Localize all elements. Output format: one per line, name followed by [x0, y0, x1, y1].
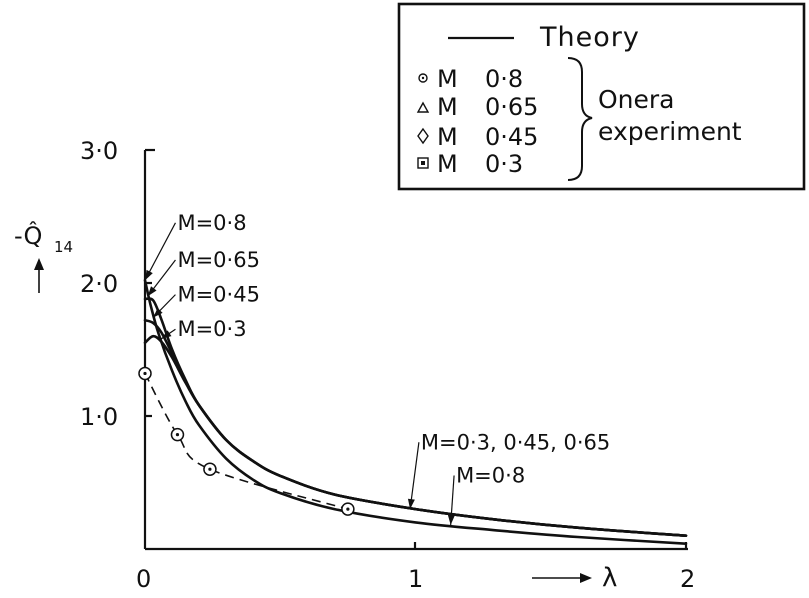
- legend-entry-value: 0·65: [485, 93, 538, 121]
- legend-entry-circle: M 0·8: [418, 65, 523, 93]
- triangle-marker-icon: [416, 101, 430, 113]
- annotation-arrowhead-icon: [407, 498, 415, 510]
- legend-group-label-1: Onera: [598, 85, 675, 114]
- annotation-layer: M=0·8M=0·65M=0·45M=0·3M=0·3, 0·45, 0·65M…: [144, 211, 610, 526]
- experiment-curve: [144, 373, 349, 510]
- annotation-label: M=0·45: [177, 283, 259, 307]
- theory-curve-3: [143, 334, 688, 537]
- legend-entry-diamond: M 0·45: [417, 123, 538, 151]
- axes: 0 1 2 3·0 2·0 1·0 λ -Q̂ 14: [14, 137, 695, 593]
- annotation-arrow: [409, 442, 420, 510]
- x-axis-label-text: λ: [602, 563, 617, 593]
- experiment-point-dot: [208, 467, 212, 471]
- annotation-arrow: [144, 222, 176, 281]
- legend-entry-label: M: [437, 150, 458, 178]
- annotation-arrowhead-icon: [153, 307, 163, 318]
- circle-marker-icon: [418, 73, 428, 83]
- legend-entry-square: M 0·3: [417, 150, 523, 178]
- annotation-label: M=0·3, 0·45, 0·65: [421, 430, 610, 454]
- diamond-marker-icon: [417, 127, 429, 145]
- legend-brace: [567, 57, 593, 181]
- square-marker-icon: [417, 157, 429, 169]
- legend-entry-value: 0·8: [485, 65, 523, 93]
- legend-entry-label: M: [437, 65, 458, 93]
- y-axis-label-main: -Q̂: [14, 222, 42, 250]
- x-axis-label: λ: [532, 563, 617, 593]
- y-axis-label-sub: 14: [54, 238, 73, 256]
- y-tick-label: 3·0: [80, 137, 118, 165]
- legend-group-label-2: experiment: [598, 117, 742, 146]
- annotation-arrowhead-icon: [147, 286, 157, 297]
- y-axis-arrow-icon: [34, 258, 44, 270]
- annotation-arrowhead-icon: [145, 269, 153, 281]
- legend-entry-label: M: [437, 93, 458, 121]
- x-axis-arrow-icon: [580, 573, 592, 583]
- legend-entry-triangle: M 0·65: [416, 93, 538, 121]
- legend: Theory M 0·8 M 0·65 M 0·45 M 0·3 Onera e…: [397, 2, 806, 191]
- y-tick-label: 1·0: [80, 403, 118, 431]
- experiment-point-dot: [346, 507, 350, 511]
- legend-entry-value: 0·45: [485, 123, 538, 151]
- square-marker-inner: [421, 161, 425, 165]
- legend-entry-label: M: [437, 123, 458, 151]
- y-tick-label: 2·0: [80, 270, 118, 298]
- x-tick-label: 1: [408, 565, 423, 593]
- annotation-label: M=0·65: [177, 248, 259, 272]
- x-tick-label: 2: [680, 565, 695, 593]
- x-tick-label: 0: [136, 565, 151, 593]
- annotation-label: M=0·8: [456, 464, 525, 488]
- legend-theory-label: Theory: [539, 22, 640, 53]
- y-axis-label: -Q̂ 14: [14, 222, 73, 293]
- circle-marker-dot: [421, 76, 425, 80]
- theory-curve-2: [143, 318, 688, 537]
- experiment-point-dot: [143, 371, 147, 376]
- annotation-arrowhead-icon: [447, 514, 455, 526]
- legend-entry-value: 0·3: [485, 150, 523, 178]
- annotation-arrowhead-icon: [161, 330, 172, 339]
- annotation-label: M=0·3: [177, 317, 246, 341]
- experiment-point-dot: [175, 433, 180, 437]
- legend-box: [397, 2, 806, 191]
- annotation-label: M=0·8: [177, 211, 246, 235]
